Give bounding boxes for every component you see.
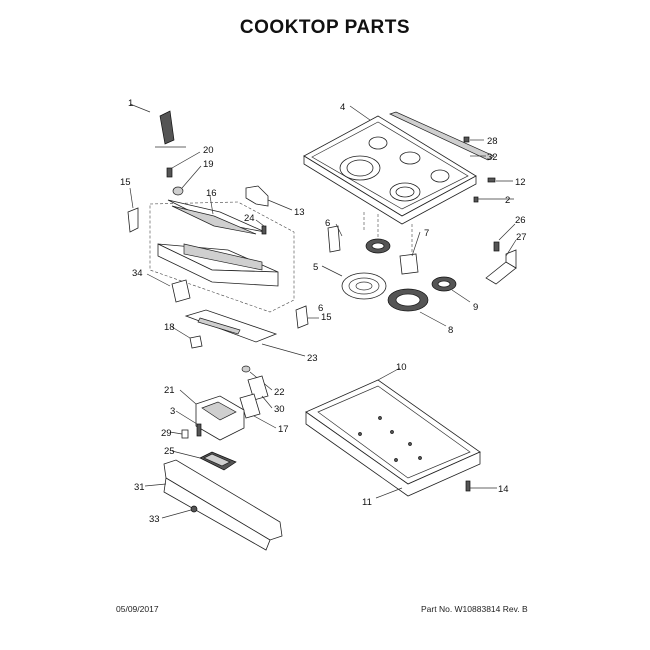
part-23-control-board: [184, 309, 306, 357]
callout-32: 32: [487, 152, 498, 163]
callout-20: 20: [203, 145, 214, 156]
callout-6a: 6: [325, 218, 330, 229]
footer-date: 05/09/2017: [116, 604, 159, 614]
part-26-screw: [493, 223, 516, 252]
part-15-left-bracket: [127, 187, 139, 233]
part-13-bracket: [245, 185, 293, 211]
callout-21: 21: [164, 385, 175, 396]
callout-15a: 15: [120, 177, 131, 188]
part-33-screw: [161, 505, 198, 519]
part-3-screw: [175, 410, 202, 437]
callout-29: 29: [161, 428, 172, 439]
callout-11: 11: [362, 497, 372, 508]
callout-33: 33: [149, 514, 160, 525]
part-9-small-element: [431, 276, 471, 303]
part-16-control-housing: [149, 195, 295, 313]
part-27-bracket: [485, 239, 517, 285]
callout-10: 10: [396, 362, 407, 373]
callout-4: 4: [340, 102, 345, 113]
callout-5: 5: [313, 262, 318, 273]
callout-13: 13: [294, 207, 305, 218]
callout-16: 16: [206, 188, 217, 199]
part-12-clip: [487, 177, 513, 183]
callout-23: 23: [307, 353, 318, 364]
callout-34: 34: [132, 268, 143, 279]
callout-19: 19: [203, 159, 214, 170]
callout-30: 30: [274, 404, 285, 415]
callout-7: 7: [424, 228, 429, 239]
part-21-switch-block: [179, 389, 245, 441]
callout-18: 18: [164, 322, 175, 333]
callout-3: 3: [170, 406, 175, 417]
part-5-reflector-pan: [321, 265, 387, 300]
part-1-manual: [129, 103, 186, 148]
callout-9: 9: [473, 302, 478, 313]
part-6-element-bracket: [327, 223, 343, 253]
part-34-bracket: [146, 273, 191, 303]
part-15-right-bracket: [295, 305, 319, 329]
part-24-screw: [255, 219, 267, 235]
callout-26: 26: [515, 215, 526, 226]
part-8-large-element: [387, 288, 447, 327]
callout-2: 2: [505, 195, 510, 206]
callout-27: 27: [516, 232, 527, 243]
part-2-screw: [473, 196, 514, 203]
callout-labels: 1 2 3 4 5 6 6 7 8 9 10 11 12 13 14 15 15…: [120, 98, 527, 525]
callout-8: 8: [448, 325, 453, 336]
part-14-screw: [465, 480, 497, 492]
callout-17: 17: [278, 424, 289, 435]
callout-25: 25: [164, 446, 175, 457]
callout-28: 28: [487, 136, 498, 147]
callout-22: 22: [274, 387, 285, 398]
part-7-element-bracket: [399, 224, 421, 275]
part-19-knob: [172, 165, 202, 196]
part-29-clip: [169, 429, 189, 439]
page-title: COOKTOP PARTS: [239, 17, 411, 38]
callout-31: 31: [134, 482, 145, 493]
part-10-burner-box: [305, 367, 481, 499]
part-31-front-trim: [144, 459, 283, 551]
callout-14: 14: [498, 484, 509, 495]
part-18-clip: [171, 326, 203, 349]
callout-12: 12: [515, 177, 526, 188]
callout-1: 1: [128, 98, 133, 109]
footer-part-number: Part No. W10883814 Rev. B: [421, 604, 528, 614]
callout-24: 24: [244, 213, 255, 224]
part-4-cooktop-glass: [303, 105, 495, 225]
part-20-screw: [166, 151, 201, 178]
callout-6b: 6: [318, 303, 323, 314]
part-small-element: [363, 212, 391, 254]
part-25-vent-grille: [171, 450, 237, 471]
callout-15b: 15: [321, 312, 332, 323]
